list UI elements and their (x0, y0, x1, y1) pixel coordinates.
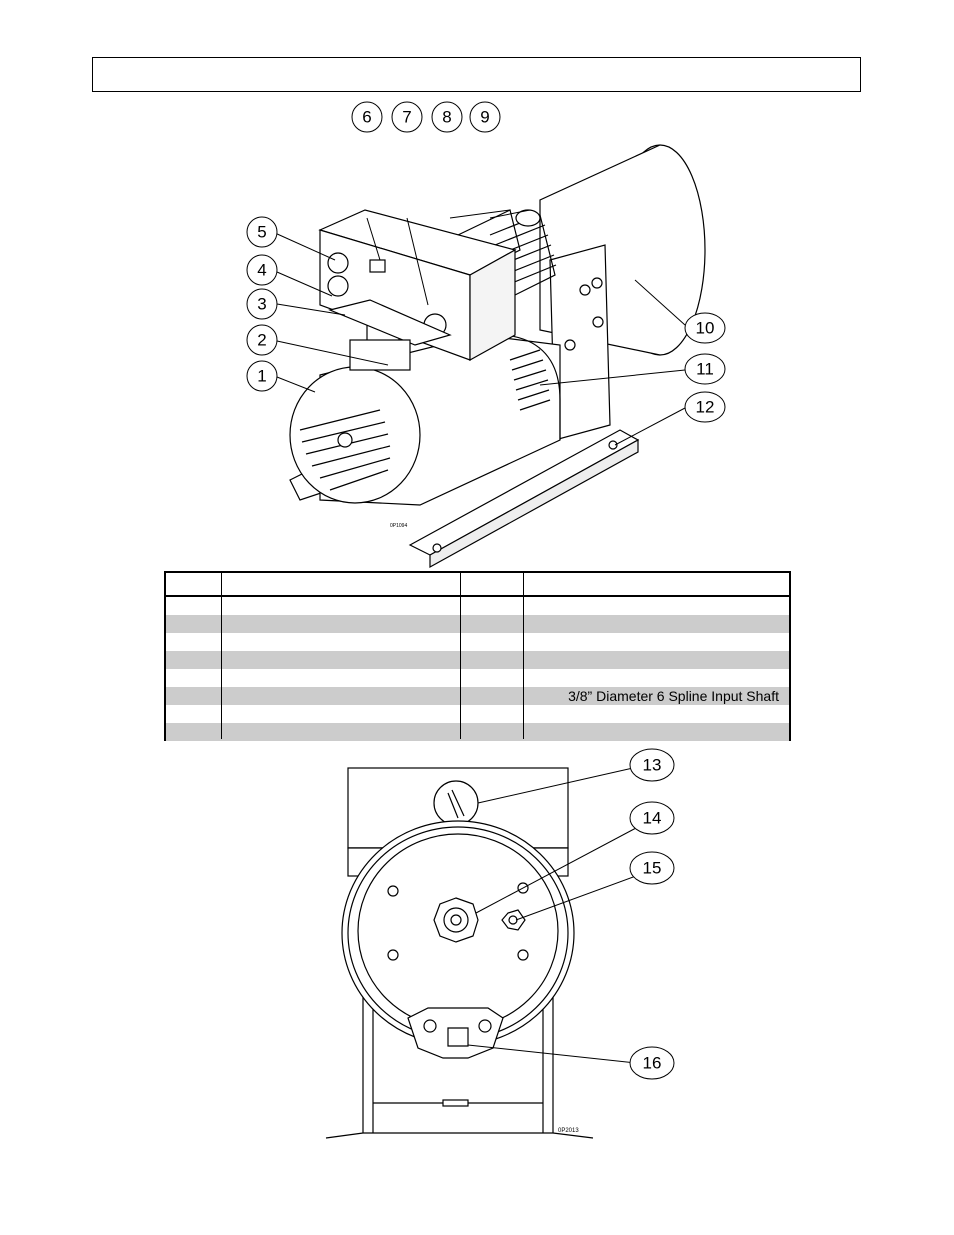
leader-7 (406, 217, 429, 306)
leader-3 (276, 303, 346, 316)
input-shaft-description: 3/8” Diameter 6 Spline Input Shaft (568, 688, 779, 704)
leader-6 (366, 217, 381, 261)
svg-text:1: 1 (257, 367, 266, 386)
svg-text:6: 6 (362, 108, 371, 127)
callout-10: 10 (684, 312, 726, 344)
top-drawing-leaders (274, 209, 686, 446)
svg-text:10: 10 (696, 319, 715, 338)
bottom-callouts: 13 14 15 16 (629, 748, 675, 1080)
leader-10 (634, 279, 686, 326)
table-row (166, 669, 789, 687)
column-divider (221, 573, 222, 739)
leader-16 (467, 1044, 637, 1064)
svg-text:9: 9 (480, 108, 489, 127)
svg-text:15: 15 (643, 859, 662, 878)
svg-text:16: 16 (643, 1054, 662, 1073)
table-row (166, 651, 789, 669)
top-drawing-code: 0P1094 (390, 523, 407, 529)
callout-15: 15 (629, 851, 675, 885)
leader-4 (276, 271, 333, 297)
callout-6: 6 (351, 101, 383, 133)
parts-table-header (166, 573, 789, 597)
svg-text:7: 7 (402, 108, 411, 127)
callout-4: 4 (246, 254, 278, 286)
callout-5: 5 (246, 216, 278, 248)
callout-12: 12 (684, 391, 726, 423)
svg-text:11: 11 (696, 360, 714, 379)
callout-9: 9 (469, 101, 501, 133)
table-row (166, 633, 789, 651)
leader-12 (614, 407, 686, 446)
callout-7: 7 (391, 101, 423, 133)
leader-14 (475, 827, 637, 914)
column-divider (523, 573, 524, 739)
leader-15 (515, 875, 637, 921)
table-row (166, 615, 789, 633)
generator-isometric-drawing: 6 7 8 9 5 4 3 2 1 10 11 12 0P1094 (246, 101, 726, 569)
bottom-drawing-leaders (467, 767, 637, 1064)
table-row: 3/8” Diameter 6 Spline Input Shaft (166, 687, 789, 705)
section-title-box (92, 57, 861, 92)
leader-8 (449, 209, 511, 219)
leader-9 (489, 209, 531, 219)
column-divider (460, 573, 461, 739)
svg-text:8: 8 (442, 108, 451, 127)
callout-2: 2 (246, 324, 278, 356)
leader-13 (477, 767, 634, 804)
callout-16: 16 (629, 1046, 675, 1080)
svg-text:12: 12 (696, 398, 715, 417)
callout-14: 14 (629, 801, 675, 835)
table-row (166, 597, 789, 615)
svg-text:2: 2 (257, 331, 266, 350)
top-callouts: 6 7 8 9 5 4 3 2 1 10 11 12 (246, 101, 726, 423)
callout-13: 13 (629, 748, 675, 782)
leader-1 (276, 376, 316, 393)
svg-text:3: 3 (257, 295, 266, 314)
generator-end-view-drawing: 13 14 15 16 0P2013 (325, 748, 675, 1139)
svg-text:5: 5 (257, 223, 266, 242)
svg-text:14: 14 (643, 809, 662, 828)
table-row (166, 723, 789, 741)
svg-text:4: 4 (257, 261, 266, 280)
parts-table: 3/8” Diameter 6 Spline Input Shaft (164, 571, 791, 741)
leader-11 (539, 369, 686, 386)
svg-text:13: 13 (643, 756, 662, 775)
leader-2 (276, 340, 389, 366)
callout-3: 3 (246, 288, 278, 320)
bottom-drawing-code: 0P2013 (558, 1128, 579, 1134)
table-row (166, 705, 789, 723)
callout-8: 8 (431, 101, 463, 133)
callout-1: 1 (246, 360, 278, 392)
callout-11: 11 (684, 353, 726, 385)
leader-5 (274, 232, 336, 261)
